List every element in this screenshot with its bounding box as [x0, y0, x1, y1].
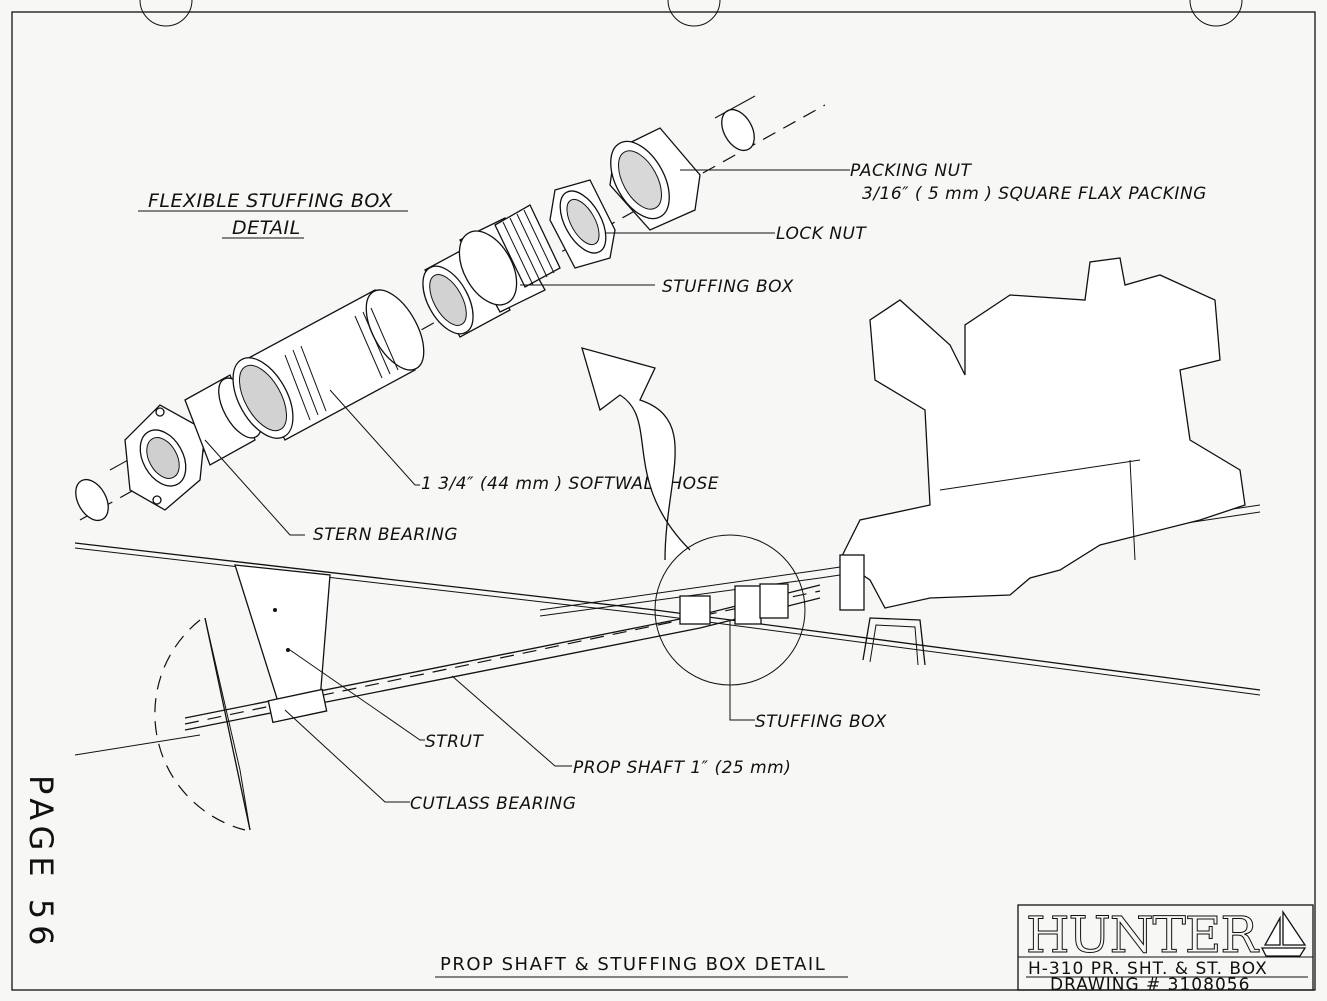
callout-stuffing-box-lower: STUFFING BOX — [755, 712, 887, 732]
lock-nut-part — [549, 179, 616, 269]
callout-prop-shaft: PROP SHAFT 1″ (25 mm) — [573, 758, 791, 778]
callout-stern-bearing: STERN BEARING — [313, 525, 458, 545]
engine-outline — [839, 257, 1246, 666]
lower-callouts: STUFFING BOX STRUT PROP SHAFT 1″ (25 mm)… — [410, 712, 887, 814]
propeller — [74, 617, 251, 831]
detail-title-line1: FLEXIBLE STUFFING BOX — [148, 190, 393, 212]
callout-flax-packing: 3/16″ ( 5 mm ) SQUARE FLAX PACKING — [862, 184, 1207, 204]
shaft-end-left — [75, 478, 109, 522]
packing-nut-part — [609, 127, 701, 231]
detail-title-line2: DETAIL — [232, 217, 301, 239]
hull-installation — [74, 257, 1261, 831]
sailboat-logo-icon — [1260, 909, 1307, 957]
callout-cutlass-bearing: CUTLASS BEARING — [410, 794, 576, 814]
installed-stuffing-box — [679, 583, 789, 625]
drawing-number: DRAWING # 3108056 — [1050, 975, 1250, 995]
callout-lock-nut: LOCK NUT — [776, 224, 867, 244]
upper-callouts: PACKING NUT 3/16″ ( 5 mm ) SQUARE FLAX P… — [313, 161, 1207, 545]
page-label: PAGE 56 — [22, 775, 60, 951]
detail-title: FLEXIBLE STUFFING BOX DETAIL — [138, 190, 408, 239]
callout-strut: STRUT — [425, 732, 484, 752]
stuffing-box-part — [422, 204, 561, 338]
shaft-end-right — [721, 108, 755, 152]
softwall-hose-part — [232, 289, 425, 441]
strut — [234, 564, 331, 724]
callout-packing-nut: PACKING NUT — [850, 161, 973, 181]
detail-arrow — [581, 347, 691, 561]
page-border — [11, 11, 1316, 991]
drawing-title-text: PROP SHAFT & STUFFING BOX DETAIL — [440, 954, 826, 975]
callout-softwall-hose: 1 3/4″ (44 mm ) SOFTWALL HOSE — [421, 474, 719, 494]
brand-wordmark: HUNTER — [1026, 906, 1259, 964]
title-block-subtitle: H-310 PR. SHT. & ST. BOX — [1028, 959, 1268, 979]
drawing-title: PROP SHAFT & STUFFING BOX DETAIL — [435, 954, 848, 978]
title-block: HUNTER H-310 PR. SHT. & ST. BOX DRAWING … — [1017, 904, 1314, 995]
callout-stuffing-box-upper: STUFFING BOX — [662, 277, 794, 297]
binder-holes — [139, 0, 1243, 27]
exploded-stuffing-box — [75, 95, 850, 536]
